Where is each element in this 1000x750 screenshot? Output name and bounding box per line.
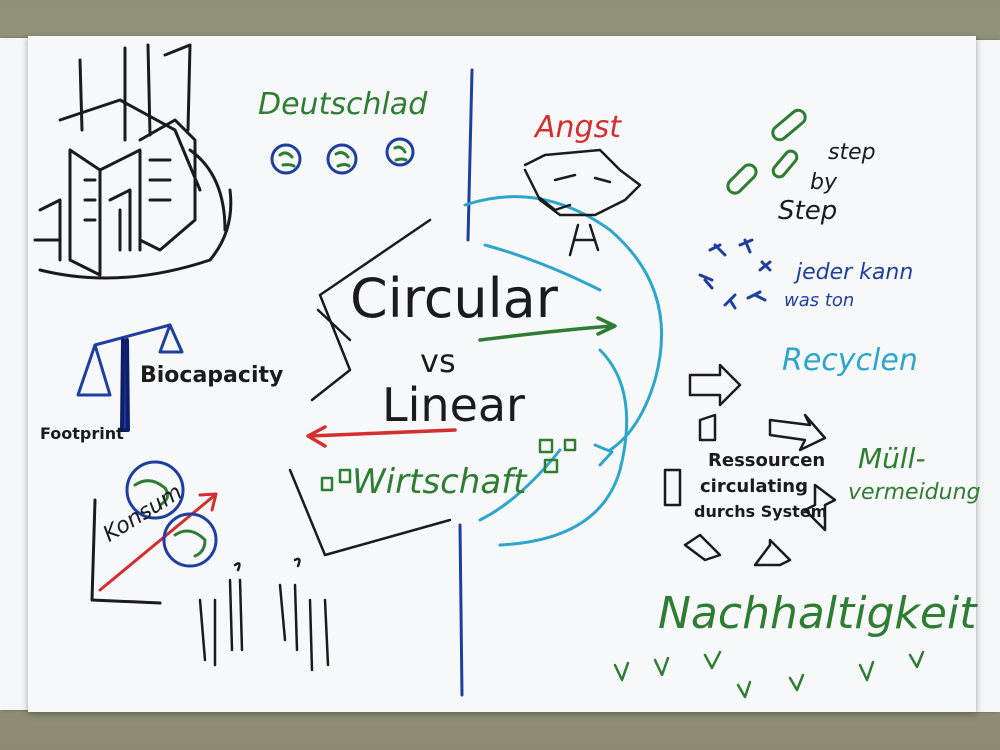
resource-cycle-arrows <box>663 363 837 567</box>
by-label: by <box>810 170 837 195</box>
durchs-system-label: durchs System <box>694 502 828 521</box>
grass-tufts <box>613 650 925 699</box>
nachhaltigkeit-label: Nachhaltigkeit <box>658 588 977 639</box>
konsum-growth-chart <box>90 460 218 605</box>
wirtschaft-label: Wirtschaft <box>352 462 527 502</box>
angst-label: Angst <box>535 110 621 145</box>
biocapacity-label: Biocapacity <box>140 363 284 388</box>
linear-funnel-lines <box>288 218 452 557</box>
globe-icons-row <box>270 137 415 175</box>
circulating-label: circulating <box>700 476 808 497</box>
balance-scale-sketch <box>76 323 184 397</box>
step-pills <box>726 108 807 195</box>
footprint-label: Footprint <box>40 424 124 443</box>
center-divider-top <box>466 68 474 242</box>
linear-red-arrow <box>306 425 457 448</box>
muell-label: Müll- <box>858 442 926 475</box>
anxious-face-sketch <box>523 148 642 257</box>
people-ring-icon <box>698 238 772 310</box>
vs-label: vs <box>420 342 456 380</box>
center-divider-bottom <box>458 523 464 697</box>
linear-title: Linear <box>382 378 525 432</box>
vermeidung-label: vermeidung <box>848 480 981 505</box>
ressourcen-label: Ressourcen <box>708 450 826 471</box>
deutschland-label: Deutschlad <box>258 87 428 122</box>
jeder-kann-label: jeder kann <box>796 260 914 285</box>
recyclen-label: Recyclen <box>782 343 918 378</box>
people-figures-sketch <box>198 557 330 672</box>
circular-title: Circular <box>350 267 558 330</box>
city-skyline-sketch <box>33 43 233 280</box>
whiteboard-sheet <box>28 36 976 712</box>
step-label: step <box>828 140 876 165</box>
scale-pillar <box>120 338 130 432</box>
was-tun-label: was ton <box>784 290 855 311</box>
step2-label: Step <box>778 196 838 226</box>
factory-icons <box>320 438 577 492</box>
adjacent-board-left <box>0 38 28 710</box>
adjacent-board-right <box>975 40 1000 712</box>
circular-green-arrow <box>478 316 617 342</box>
